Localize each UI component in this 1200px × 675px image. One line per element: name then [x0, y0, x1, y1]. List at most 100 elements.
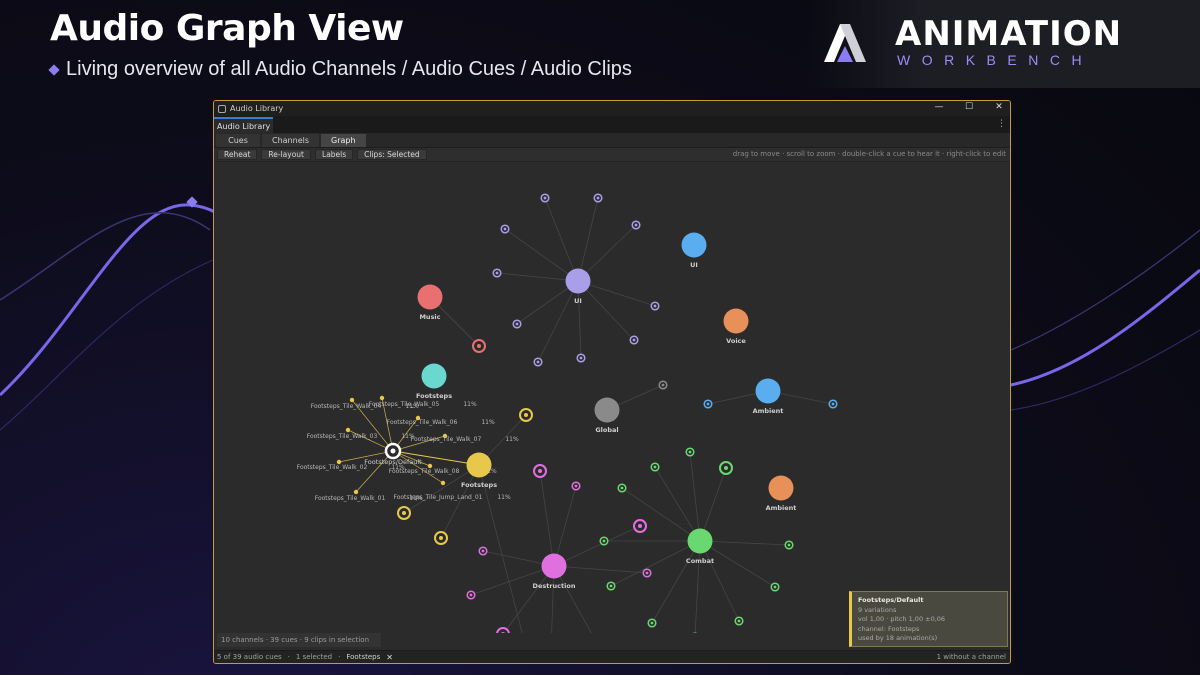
cue-node-dot: [688, 450, 692, 454]
logo-backdrop: [805, 0, 1200, 88]
channel-node: [594, 397, 620, 423]
cue-node-dot: [469, 593, 473, 597]
graph-edge: [577, 280, 656, 307]
clip-node: [345, 427, 351, 433]
channel-label: Destruction: [533, 582, 576, 590]
channel-label: Global: [595, 426, 618, 434]
clip-edge: [355, 450, 394, 493]
app-icon: [218, 104, 226, 113]
cue-node-dot: [773, 585, 777, 589]
cue-info-panel: Footsteps/Default 9 variations vol 1,00 …: [849, 591, 1008, 647]
clip-node: [427, 463, 433, 469]
status-selected: 1 selected: [295, 653, 333, 661]
status-sep: ·: [338, 653, 341, 661]
tab-graph[interactable]: Graph: [321, 134, 366, 147]
graph-edge: [694, 540, 701, 633]
clear-filter-icon[interactable]: ✕: [386, 652, 393, 662]
cue-node-dot: [653, 465, 657, 469]
clip-edge: [338, 450, 394, 463]
clip-label: Footsteps_Tile_Jump_Land_01: [393, 494, 482, 501]
tab-audio-library[interactable]: Audio Library: [214, 117, 274, 133]
tab-cues[interactable]: Cues: [216, 134, 260, 147]
status-count: 5 of 39 audio cues: [217, 653, 282, 661]
channel-node: [421, 363, 447, 389]
clip-label: Footsteps_Tile_Walk_02: [297, 464, 368, 471]
clip-weight: 11%: [497, 494, 511, 501]
close-icon[interactable]: ✕: [995, 102, 1003, 112]
graph-edge: [503, 565, 555, 633]
channel-filter-chip[interactable]: Footsteps: [346, 653, 381, 661]
graph-edge: [553, 485, 577, 567]
animation-workbench-logo-icon: [824, 24, 866, 62]
tab-channels[interactable]: Channels: [262, 134, 320, 147]
maximize-icon[interactable]: ☐: [964, 102, 974, 112]
clip-edge: [392, 435, 446, 452]
cue-node-dot: [706, 402, 710, 406]
cue-node-dot: [515, 322, 519, 326]
info-used: used by 18 animation(s): [858, 634, 938, 642]
graph-edge: [621, 487, 701, 542]
clip-node: [442, 433, 448, 439]
clip-weight: 11%: [409, 495, 423, 502]
cue-node-dot: [645, 571, 649, 575]
cue-node-dot: [650, 621, 654, 625]
channel-node: [541, 553, 567, 579]
info-vol: vol 1,00 · pitch 1,00 ±0,06: [858, 615, 946, 623]
graph-edge: [654, 466, 701, 542]
cue-node-dot: [402, 511, 406, 515]
window-controls: — ☐ ✕: [934, 102, 1004, 112]
cue-node-dot: [477, 344, 481, 348]
clips-selected-button[interactable]: Clips: Selected: [357, 149, 427, 160]
clip-label: Footsteps_Tile_Walk_03: [307, 433, 378, 440]
channel-node: [681, 232, 707, 258]
graph-edge: [470, 565, 555, 596]
clip-weight: 11%: [405, 403, 419, 410]
clip-node: [440, 480, 446, 486]
channel-label: Combat: [686, 557, 714, 565]
editor-tabstrip: Audio Library ⋮: [214, 116, 1010, 133]
cue-node-dot: [634, 223, 638, 227]
reheat-button[interactable]: Reheat: [217, 149, 258, 160]
channel-node: [755, 378, 781, 404]
graph-edge: [699, 467, 727, 542]
channel-label: UI: [574, 297, 582, 305]
channel-node: [768, 475, 794, 501]
cue-node-dot: [524, 413, 528, 417]
window-title: Audio Library: [230, 104, 284, 113]
clip-weight: 11%: [483, 468, 497, 475]
graph-edge: [496, 272, 579, 282]
relayout-button[interactable]: Re-layout: [261, 149, 312, 160]
cue-node-dot: [439, 536, 443, 540]
more-options-icon[interactable]: ⋮: [997, 119, 1006, 129]
channel-label: Ambient: [766, 504, 797, 512]
graph-edge: [699, 540, 776, 588]
channel-node: [723, 308, 749, 334]
labels-button[interactable]: Labels: [315, 149, 354, 160]
clip-weight: 11%: [505, 436, 519, 443]
status-unassigned: 1 without a channel: [936, 653, 1006, 661]
window-titlebar[interactable]: Audio Library — ☐ ✕: [214, 101, 1010, 116]
graph-edge: [551, 565, 555, 633]
channel-node: [417, 284, 443, 310]
graph-edge: [699, 540, 790, 546]
cue-node-dot: [620, 486, 624, 490]
cue-node-dot: [787, 543, 791, 547]
subtitle-text: Living overview of all Audio Channels / …: [66, 58, 632, 80]
clip-edge: [381, 397, 394, 452]
minimize-icon[interactable]: —: [934, 102, 944, 112]
clip-weight: 11%: [401, 433, 415, 440]
graph-edge: [553, 565, 648, 574]
view-tabs: Cues Channels Graph: [214, 133, 1010, 148]
clip-node: [379, 395, 385, 401]
cue-node-dot: [574, 484, 578, 488]
clip-weight: 11%: [391, 464, 405, 471]
graph-edge: [651, 540, 701, 624]
selected-cue-label: Footsteps/Default: [364, 458, 422, 466]
clip-weight: 11%: [481, 419, 495, 426]
cue-node-dot: [481, 549, 485, 553]
graph-edge: [577, 197, 599, 282]
cue-node-dot: [632, 338, 636, 342]
graph-edge: [610, 540, 701, 587]
